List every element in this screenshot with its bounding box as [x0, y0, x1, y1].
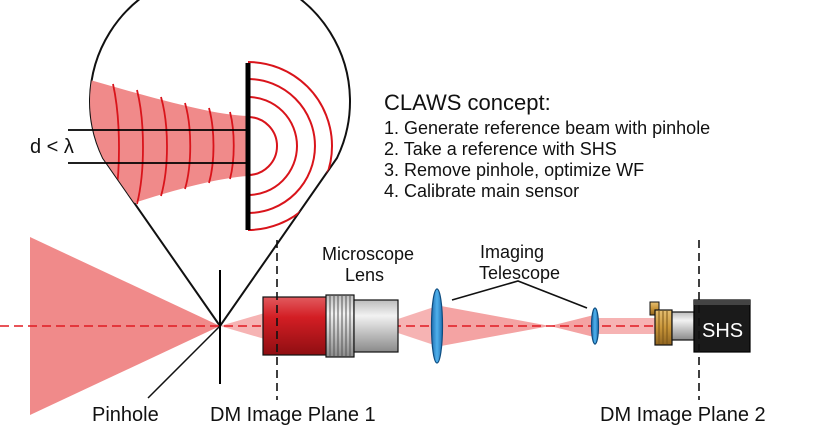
concept-step-3: 3. Remove pinhole, optimize WF: [384, 160, 644, 180]
d-lambda-label: d < λ: [30, 136, 74, 158]
shs-top-bevel: [694, 300, 750, 305]
microscope-label-line1: Microscope: [322, 244, 414, 264]
shs-camera: [649, 299, 751, 353]
microscope-silver-body: [353, 299, 399, 353]
shs-camera-body: [693, 299, 751, 353]
spherical-wavefronts: [247, 61, 333, 231]
microscope-lens: [262, 294, 399, 358]
telescope-label-line2: Telescope: [479, 263, 560, 283]
telescope-lens-1: [430, 288, 444, 364]
telescope-diverging-beam: [550, 315, 594, 337]
magnified-beam: [90, 80, 248, 218]
dm-image-plane-1-label: DM Image Plane 1: [210, 404, 376, 426]
telescope-label-line1: Imaging: [480, 242, 544, 262]
beam-to-shs: [597, 318, 655, 334]
microscope-knurled-ring: [325, 294, 355, 358]
concept-step-2: 2. Take a reference with SHS: [384, 139, 617, 159]
microscope-label-line2: Lens: [345, 265, 384, 285]
concept-title: CLAWS concept:: [384, 90, 551, 115]
microscope-red-barrel: [262, 296, 330, 356]
beam-through-microscope: [398, 306, 437, 346]
concept-step-4: 4. Calibrate main sensor: [384, 181, 579, 201]
pinhole-leader-line: [147, 325, 221, 399]
incoming-beam-cone: [30, 237, 220, 415]
concept-step-1: 1. Generate reference beam with pinhole: [384, 118, 710, 138]
telescope-lens-2: [590, 307, 600, 345]
dm-image-plane-2-label: DM Image Plane 2: [600, 404, 766, 426]
shs-silver-ring: [671, 311, 695, 341]
pinhole-label: Pinhole: [92, 404, 159, 426]
shs-label: SHS: [702, 320, 743, 342]
telescope-pointer-lines: [451, 280, 588, 309]
concept-text-block: CLAWS concept: 1. Generate reference bea…: [384, 90, 710, 201]
